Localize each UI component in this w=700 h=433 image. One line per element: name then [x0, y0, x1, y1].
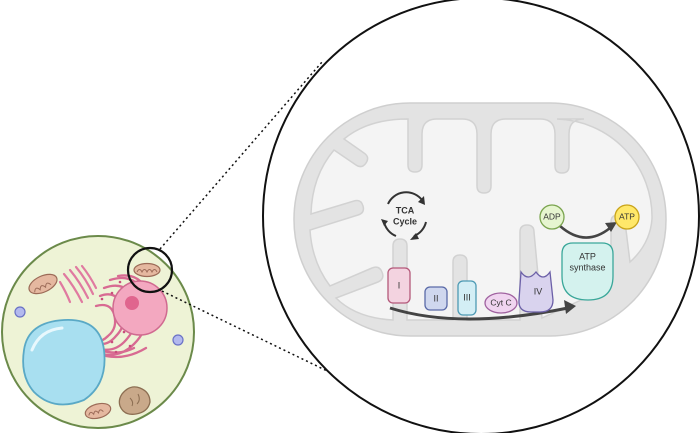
adp-to-atp-arrow	[559, 222, 617, 239]
vesicle-right	[172, 334, 184, 346]
tca-label-line1: TCA	[396, 205, 415, 215]
electron-flow-arrow	[389, 300, 576, 321]
adp-label: ADP	[543, 211, 561, 221]
tca-cycle: TCA Cycle	[381, 191, 427, 240]
tca-arrowhead-2	[410, 233, 419, 240]
complex-i: I	[387, 267, 411, 304]
zoom-line-top	[159, 61, 323, 250]
mitochondrion	[293, 102, 667, 337]
cell-mitochondrion-zoomed	[133, 262, 161, 278]
complex-iv: IV	[518, 270, 554, 313]
cell-mitochondrion-topleft	[28, 273, 58, 295]
nucleus-pink	[112, 280, 168, 336]
cell-mitochondrion-bottom	[84, 402, 112, 420]
vesicle-left	[14, 306, 26, 318]
tca-arrowhead-3	[381, 219, 388, 226]
atp-molecule: ATP	[614, 204, 640, 230]
nucleolus	[125, 296, 139, 310]
cell	[1, 235, 195, 429]
atp-label: ATP	[619, 211, 635, 221]
atp-synthase: ATP synthase	[561, 242, 614, 301]
tca-label-line2: Cycle	[393, 216, 417, 226]
complex-iii-label: III	[463, 292, 471, 302]
lysosome	[118, 386, 151, 415]
complex-ii: II	[424, 286, 448, 311]
complex-ii-label: II	[433, 293, 438, 303]
vacuole	[22, 319, 106, 406]
atp-synthase-label-line1: ATP	[579, 251, 596, 261]
zoom-line-bottom	[161, 290, 353, 384]
adp-molecule: ADP	[539, 204, 565, 230]
complex-i-label: I	[398, 280, 401, 290]
atp-synthase-label-line2: synthase	[569, 262, 605, 272]
cytochrome-c: Cyt C	[484, 292, 518, 314]
magnifier-circle	[126, 246, 174, 294]
complex-iii: III	[457, 280, 477, 316]
cyt-c-label: Cyt C	[490, 297, 511, 307]
tca-arrowhead-1	[418, 196, 425, 205]
golgi-apparatus	[58, 264, 98, 304]
complex-iv-label: IV	[534, 286, 543, 296]
